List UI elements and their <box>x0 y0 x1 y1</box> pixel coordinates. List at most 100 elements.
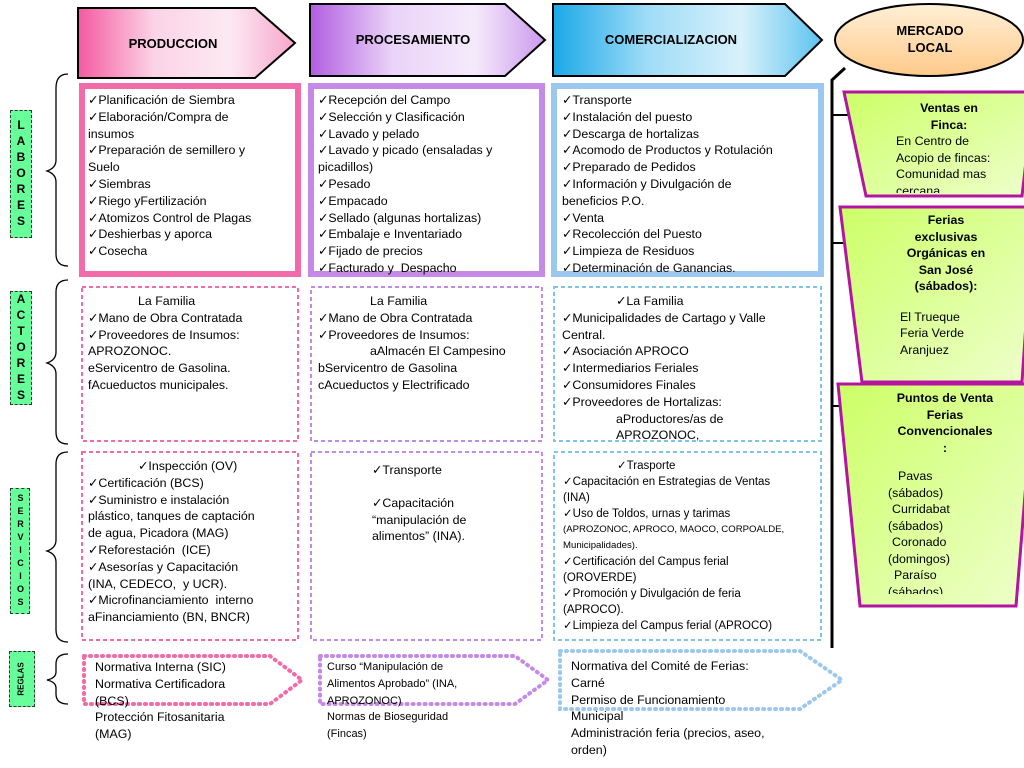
text-line: Normativa Certificadora <box>95 676 226 691</box>
text-line <box>372 479 540 495</box>
text-line: ✓Deshierbas y aporca <box>88 227 213 242</box>
text-line: ✓Planificación de Siembra <box>88 93 235 107</box>
text-line: ✓Facturado y Despacho <box>318 260 457 275</box>
text-line: ✓Riego yFertilización <box>88 193 207 208</box>
text-line: ✓Lavado y picado (ensaladas y <box>318 143 493 158</box>
mercado-ferias: Ferias exclusivas Orgánicas en San José … <box>900 213 986 357</box>
text-line: ✓Descarga de hortalizas <box>562 126 700 141</box>
mercado-ellipse <box>834 3 1024 77</box>
mercado-puntos: Puntos de Venta Ferias Convencionales : … <box>888 391 994 594</box>
text-line: Normativa Interna (SIC) <box>95 660 226 674</box>
mercado-connector <box>830 66 847 648</box>
side-tag-labores: LABORES <box>10 110 32 238</box>
text-line: picadillos) <box>318 160 374 175</box>
text-line: ✓Recepción del Campo <box>318 93 451 107</box>
text-line: ✓Fijado de precios <box>318 244 423 259</box>
reglas-comercializacion-border <box>558 649 846 711</box>
servicios-produccion: ✓Inspección (OV) ✓Certificación (BCS) ✓S… <box>88 459 255 625</box>
side-tag-reglas: REGLAS <box>9 651 35 707</box>
text-line: insumos <box>88 126 135 141</box>
actores-procesamiento: La Familia ✓Mano de Obra Contratada ✓Pro… <box>318 294 506 392</box>
actores-produccion: La Familia ✓Mano de Obra Contratada ✓Pro… <box>88 294 243 392</box>
ferias-trapezoid <box>838 205 1024 384</box>
actores-procesamiento-border <box>310 286 543 442</box>
text-line: ✓Cosecha <box>88 244 148 259</box>
puntos-trapezoid <box>836 382 1024 608</box>
text-line: ✓Determinación de Ganancias. <box>562 260 736 275</box>
text-line: ✓Empacado <box>318 193 388 208</box>
reglas-procesamiento-border <box>318 654 552 706</box>
text-line: Suelo <box>88 160 120 175</box>
labores-comercializacion-border <box>551 83 824 277</box>
stage-comercializacion-label: COMERCIALIZACION <box>604 32 738 47</box>
text-line: (Fincas) <box>327 728 367 741</box>
text-line: ✓Información y Divulgación de <box>562 176 732 191</box>
bracket-labores <box>44 73 69 267</box>
text-line: ✓Atomizos Control de Plagas <box>88 210 252 225</box>
servicios-procesamiento-border <box>310 451 543 641</box>
side-tag-text: LABORES <box>14 118 28 230</box>
text-line: Permiso de Funcionamiento <box>571 692 726 707</box>
labores-produccion: ✓Planificación de Siembra ✓Elaboración/Co… <box>88 92 296 270</box>
bracket-servicios <box>44 451 69 643</box>
text-line: ✓Transporte <box>372 463 442 477</box>
labores-produccion-border <box>79 83 301 277</box>
side-tag-servicios: SERVICIOS <box>10 488 30 614</box>
text-line: Carné <box>571 675 605 690</box>
text-line: ✓Acomodo de Productos y Rotulación <box>562 143 773 158</box>
text-line: (MAG) <box>95 727 132 742</box>
text-line: “manipulación de <box>372 512 467 527</box>
bracket-actores <box>44 279 69 445</box>
text-line: ✓Embalaje e Inventariado <box>318 227 463 242</box>
text-line: ✓Instalación del puesto <box>562 109 693 124</box>
actores-produccion-border <box>81 286 299 442</box>
servicios-procesamiento: ✓Transporte✓Capacitación“manipulación de… <box>372 462 540 632</box>
reglas-produccion: Normativa Interna (SIC) Normativa Certifi… <box>95 659 295 749</box>
reglas-procesamiento: Curso “Manipulación de Alimentos Aprobado… <box>327 659 542 749</box>
text-line: Normas de Bioseguridad <box>327 711 449 724</box>
servicios-comercializacion-border <box>553 451 822 641</box>
text-line: Curso “Manipulación de <box>327 661 444 673</box>
text-line: ✓Transporte <box>562 93 632 107</box>
text-line: Normativa del Comité de Ferias: <box>571 659 749 673</box>
text-line: orden) <box>571 742 607 757</box>
text-line: Municipal <box>571 709 624 724</box>
bracket-reglas <box>46 653 69 705</box>
text-line: ✓Elaboración/Compra de <box>88 109 229 124</box>
produccion-arrow <box>77 7 297 79</box>
comercializacion-arrow <box>552 3 824 77</box>
labores-procesamiento: ✓Recepción del Campo ✓Selección y Clasifi… <box>318 92 540 280</box>
text-line: ✓Siembras <box>88 176 151 191</box>
text-line: ✓Preparación de semillero y <box>88 143 246 158</box>
actores-comercializacion: ✓La Familia ✓Municipalidades de Cartago … <box>562 294 766 443</box>
side-tag-text: SERVICIOS <box>15 492 26 610</box>
text-line: ✓Pesado <box>318 176 371 191</box>
labores-procesamiento-border <box>308 83 545 277</box>
ventas-trapezoid <box>842 90 1024 198</box>
text-line: ✓Selección y Clasificación <box>318 109 465 124</box>
labores-comercializacion: ✓Transporte ✓Instalación del puesto ✓Desca… <box>562 92 820 280</box>
stage-produccion-label: PRODUCCION <box>128 36 218 51</box>
text-line: Protección Fitosanitaria <box>95 710 225 725</box>
text-line: beneficios P.O. <box>562 193 645 208</box>
servicios-produccion-border <box>81 451 299 641</box>
procesamiento-arrow <box>309 3 547 77</box>
servicios-comercializacion: ✓Trasporte ✓Capacitación en Estrategias … <box>563 460 785 632</box>
side-tag-text: ACTORES <box>14 292 28 404</box>
text-line: (BCS) <box>95 693 129 708</box>
text-line: ✓Recolección del Puesto <box>562 227 702 242</box>
mercado-ventas: Ventas en Finca: En Centro de Acopio de … <box>896 101 991 193</box>
text-line: ✓Preparado de Pedidos <box>562 160 696 175</box>
stage-procesamiento-label: PROCESAMIENTO <box>355 32 471 47</box>
text-line: APROZONOC) <box>327 694 402 707</box>
actores-comercializacion-border <box>553 286 822 442</box>
text-line: Alimentos Aprobado” (INA, <box>327 677 458 690</box>
text-line: ✓Lavado y pelado <box>318 126 420 141</box>
text-line: alimentos” (INA). <box>372 529 465 544</box>
text-line: Administración feria (precios, aseo, <box>571 726 765 741</box>
reglas-produccion-border <box>82 654 306 706</box>
text-line: ✓Sellado (algunas hortalizas) <box>318 210 482 225</box>
